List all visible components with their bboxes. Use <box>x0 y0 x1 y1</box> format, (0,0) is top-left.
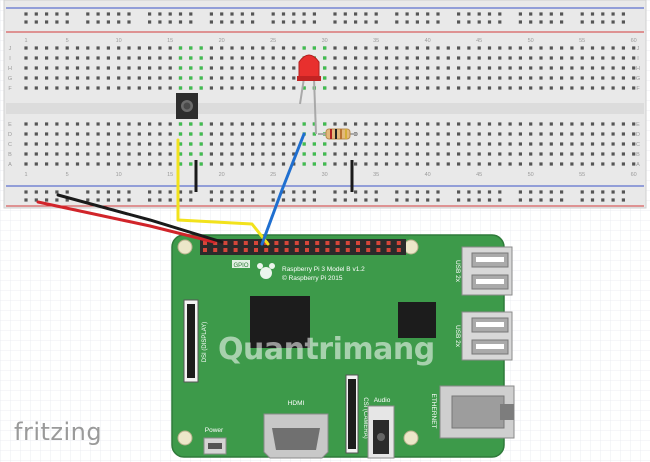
breadboard: 1155101015152020252530303535404045455050… <box>3 0 647 209</box>
watermark-text: Quantrimang <box>218 332 435 367</box>
row-letter: B <box>636 152 640 158</box>
wires <box>36 132 354 246</box>
column-number: 35 <box>373 172 379 178</box>
raspberry-pi-board: GPIO Raspberry Pi 3 Model B v1.2 © Raspb… <box>171 234 515 459</box>
column-number: 5 <box>66 38 69 44</box>
column-number: 30 <box>322 38 328 44</box>
hdmi-port <box>263 413 329 459</box>
row-letter: G <box>636 76 640 82</box>
row-letter: E <box>636 122 640 128</box>
column-number: 10 <box>116 172 122 178</box>
row-letter: D <box>636 132 640 138</box>
raspberry-logo <box>257 263 275 279</box>
yellow-wire <box>176 138 270 246</box>
column-number: 25 <box>270 172 276 178</box>
black-wire <box>56 193 224 244</box>
row-letter: C <box>8 142 12 148</box>
column-number: 35 <box>373 38 379 44</box>
led <box>297 54 321 135</box>
column-number: 40 <box>425 38 431 44</box>
model-label: Raspberry Pi 3 Model B v1.2 <box>282 266 365 273</box>
audio-label: Audio <box>374 397 391 404</box>
column-number: 50 <box>528 38 534 44</box>
soc-chip <box>250 296 310 348</box>
gpio-label: GPIO <box>233 263 248 269</box>
column-number: 1 <box>24 172 27 178</box>
resistor <box>318 128 358 140</box>
row-letter: J <box>9 46 12 52</box>
usb-port-top <box>461 246 513 296</box>
fritzing-logo: fritzing <box>14 418 103 446</box>
row-letter: A <box>8 162 12 168</box>
red-wire <box>36 200 216 244</box>
blue-wire <box>260 132 306 246</box>
column-number: 60 <box>631 172 637 178</box>
column-number: 55 <box>579 38 585 44</box>
usb-lan-chip <box>398 302 436 338</box>
row-letter: F <box>8 86 12 92</box>
column-number: 20 <box>219 38 225 44</box>
column-number: 5 <box>66 172 69 178</box>
row-letter: I <box>9 56 11 62</box>
hdmi-label: HDMI <box>288 400 305 407</box>
usb-port-bottom <box>461 311 513 361</box>
csi-label: CSI (CAMERA) <box>362 397 368 438</box>
ethernet-port <box>439 385 515 439</box>
row-letter: A <box>636 162 640 168</box>
column-number: 50 <box>528 172 534 178</box>
gpio-pins <box>203 241 401 252</box>
usb-top-label: USB 2x <box>454 260 461 283</box>
row-letter: E <box>8 122 12 128</box>
power-label: Power <box>205 427 224 434</box>
column-number: 20 <box>219 172 225 178</box>
column-numbers: 1155101015152020252530303535404045455050… <box>24 38 636 178</box>
usb-bottom-label: USB 2x <box>454 325 461 348</box>
column-number: 55 <box>579 172 585 178</box>
column-number: 1 <box>24 38 27 44</box>
column-number: 15 <box>167 172 173 178</box>
column-number: 40 <box>425 172 431 178</box>
row-letter: I <box>637 56 639 62</box>
row-letter: H <box>636 66 640 72</box>
row-letter: G <box>8 76 12 82</box>
copyright-label: © Raspberry Pi 2015 <box>282 274 343 282</box>
column-number: 45 <box>476 172 482 178</box>
dsi-label: DSI (DISPLAY) <box>202 322 208 363</box>
row-letter: B <box>8 152 12 158</box>
column-number: 30 <box>322 172 328 178</box>
gpio-header <box>200 239 406 255</box>
push-button <box>176 93 198 119</box>
row-letter: F <box>636 86 640 92</box>
row-letter: J <box>637 46 640 52</box>
row-letter: H <box>8 66 12 72</box>
column-number: 10 <box>116 38 122 44</box>
ethernet-label: ETHERNET <box>430 393 437 428</box>
column-number: 60 <box>631 38 637 44</box>
row-letter: C <box>636 142 640 148</box>
breadboard-holes <box>24 12 636 202</box>
column-number: 45 <box>476 38 482 44</box>
audio-jack <box>367 405 395 459</box>
row-letter: D <box>8 132 12 138</box>
column-number: 25 <box>270 38 276 44</box>
column-number: 15 <box>167 38 173 44</box>
